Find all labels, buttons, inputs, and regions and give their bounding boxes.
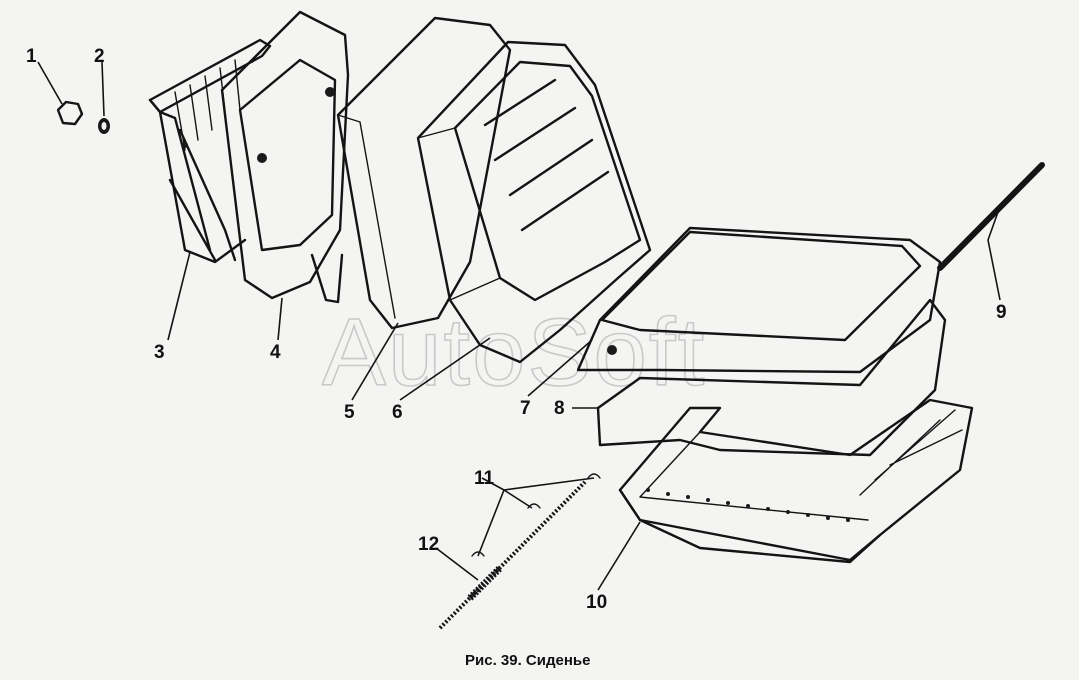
callout-10: 10 bbox=[586, 592, 607, 613]
part-9-rod bbox=[937, 162, 1045, 271]
part-12-spring bbox=[438, 480, 587, 630]
callout-3: 3 bbox=[154, 342, 165, 363]
callout-9: 9 bbox=[996, 302, 1007, 323]
callout-5: 5 bbox=[344, 402, 355, 423]
part-8-seat-foam bbox=[596, 298, 947, 457]
part-10-seat-frame bbox=[618, 398, 974, 564]
part-7-seat-cover bbox=[576, 226, 942, 374]
callout-1: 1 bbox=[26, 46, 37, 67]
callout-12: 12 bbox=[418, 534, 439, 555]
part-2-washer bbox=[98, 118, 110, 134]
callout-11: 11 bbox=[474, 468, 495, 489]
part-5-backrest-foam bbox=[336, 16, 512, 330]
figure-caption: Рис. 39. Сиденье bbox=[465, 652, 590, 669]
callout-2: 2 bbox=[94, 46, 105, 67]
part-4-backrest-panel bbox=[182, 10, 350, 304]
callout-8: 8 bbox=[554, 398, 565, 419]
part-6-backrest-cover bbox=[416, 40, 652, 364]
callout-6: 6 bbox=[392, 402, 403, 423]
part-3-backrest-frame bbox=[148, 38, 272, 264]
leader-lines bbox=[37, 61, 1001, 591]
frame-rivet-holes bbox=[646, 488, 850, 522]
callout-4: 4 bbox=[270, 342, 281, 363]
part-1-nut bbox=[56, 100, 84, 126]
callout-7: 7 bbox=[520, 398, 531, 419]
watermark-text: AutoSoft bbox=[322, 299, 706, 406]
